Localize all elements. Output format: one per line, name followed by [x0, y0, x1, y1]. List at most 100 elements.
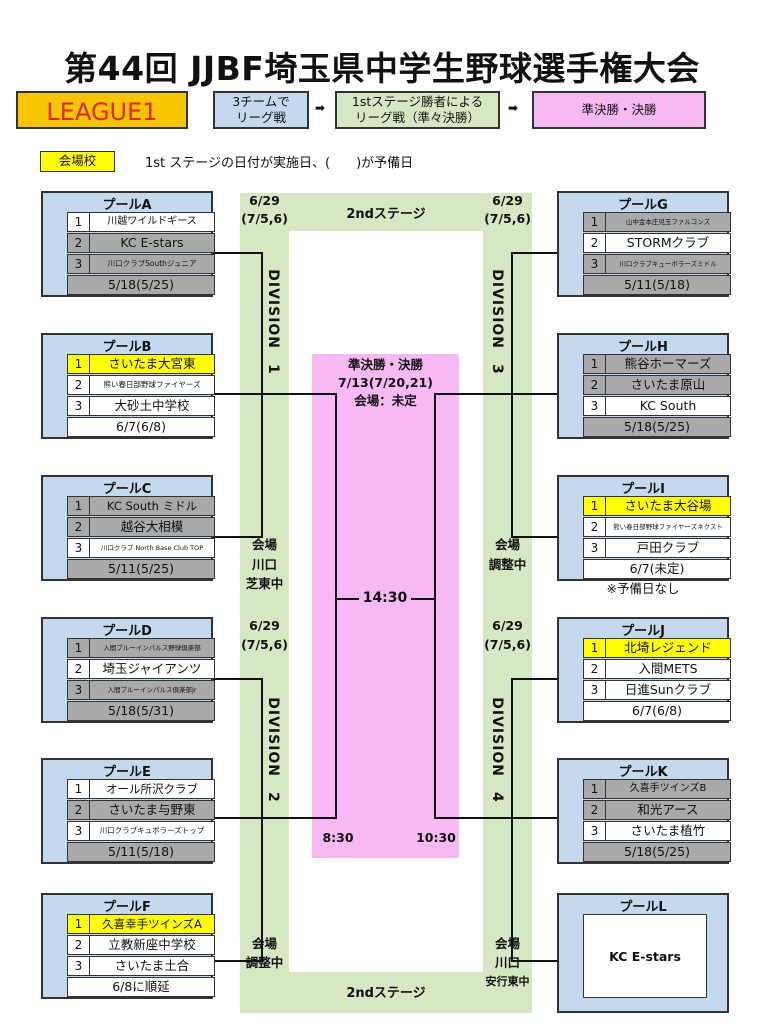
team-number: 3	[68, 681, 90, 699]
team-number: 2	[68, 801, 90, 819]
team-number: 2	[68, 518, 90, 536]
stage2-bottom-band	[289, 972, 483, 1013]
pool-title: プールG	[618, 198, 668, 213]
team-number: 2	[68, 936, 90, 954]
team-name: さいたま大谷場	[624, 498, 712, 513]
team-name: 越谷大相模	[120, 519, 184, 534]
pool-date: 5/11(5/18)	[583, 275, 731, 295]
pool-title: プールD	[102, 624, 152, 639]
div3-reserve: (7/5,6)	[484, 211, 531, 226]
div1-venue-label: 会場	[251, 537, 277, 552]
legend-text: 1st ステージの日付が実施日、( )が予備日	[145, 156, 414, 171]
pool-i-note: ※予備日なし	[606, 581, 680, 596]
team-row: 3 川口クラブ North Base Club TOP	[67, 538, 215, 558]
bracket-line	[213, 678, 263, 680]
bracket-line	[511, 678, 557, 680]
team-number: 1	[68, 915, 90, 933]
bracket-line	[213, 536, 263, 538]
team-name: 川口クラブキュボラーズトップ	[99, 826, 205, 835]
pool-title: プールF	[103, 900, 151, 915]
div1-label: DIVISION 1	[265, 269, 281, 375]
div2-label: DIVISION 2	[265, 697, 281, 803]
team-name: KC E-stars	[120, 235, 184, 250]
pool-date: 6/8に順延	[67, 977, 215, 997]
pool-title: プールK	[618, 765, 668, 780]
semi2-time: 10:30	[416, 830, 456, 845]
league-badge: LEAGUE1	[16, 91, 188, 129]
flow-step-2: 1stステージ勝者による リーグ戦（準々決勝）	[335, 91, 500, 129]
page-title: 第44回 JJBF埼玉県中学生野球選手権大会	[64, 49, 700, 88]
pool-title: プールA	[102, 198, 152, 213]
team-number: 3	[68, 822, 90, 840]
team-name: KC South	[639, 398, 697, 413]
div4-date: 6/29	[492, 618, 523, 633]
bracket-line	[261, 252, 263, 538]
team-number: 3	[68, 539, 90, 557]
bracket-line	[511, 678, 513, 962]
team-name: 熊い春日部野球ファイヤーズネクスト	[613, 523, 723, 531]
pool-date: 5/18(5/25)	[583, 417, 731, 437]
team-number: 1	[68, 780, 90, 798]
pool-date: 5/18(5/25)	[583, 842, 731, 862]
team-row: 3 川口クラブキュボラーズトップ	[67, 821, 215, 841]
bracket-line	[213, 817, 337, 819]
div1-reserve: (7/5,6)	[241, 211, 288, 226]
team-name: STORMクラブ	[626, 235, 710, 250]
stage2-bottom-label: 2ndステージ	[346, 986, 426, 1001]
team-number: 3	[584, 681, 606, 699]
team-number: 3	[68, 957, 90, 975]
stage2-top-label: 2ndステージ	[346, 207, 426, 222]
team-number: 3	[584, 822, 606, 840]
team-name: 川口クラブSouthジュニア	[107, 259, 197, 268]
semi1-time: 8:30	[322, 830, 354, 845]
div3-date: 6/29	[492, 193, 523, 208]
pool-date: 5/11(5/25)	[67, 559, 215, 579]
pool-l: プールL KC E-stars	[557, 893, 729, 1013]
team-name: 立教新座中学校	[108, 937, 196, 952]
team-name: 川口クラブ North Base Club TOP	[100, 544, 204, 552]
bracket-line	[335, 393, 337, 819]
team-name: KC South ミドル	[106, 499, 198, 513]
team-name: 久喜幸手ツインズA	[102, 917, 202, 931]
team-number: 2	[68, 660, 90, 678]
team-name: さいたま与野東	[108, 802, 196, 817]
stage2-right-band	[483, 193, 532, 1013]
bracket-line	[511, 536, 557, 538]
team-number: 2	[584, 376, 606, 394]
div1-date: 6/29	[249, 193, 280, 208]
div4-label: DIVISION 4	[489, 697, 505, 803]
team-number: 1	[68, 639, 90, 657]
team-name: 戸田クラブ	[636, 540, 700, 555]
final-date: 7/13(7/20,21)	[338, 375, 433, 390]
stage2-top-band	[289, 193, 483, 231]
bracket-line	[411, 598, 434, 600]
team-name: 久喜手ツインズB	[629, 783, 707, 794]
arrow-icon: ➡	[508, 101, 519, 115]
team-name: 北埼レジェンド	[624, 640, 712, 655]
